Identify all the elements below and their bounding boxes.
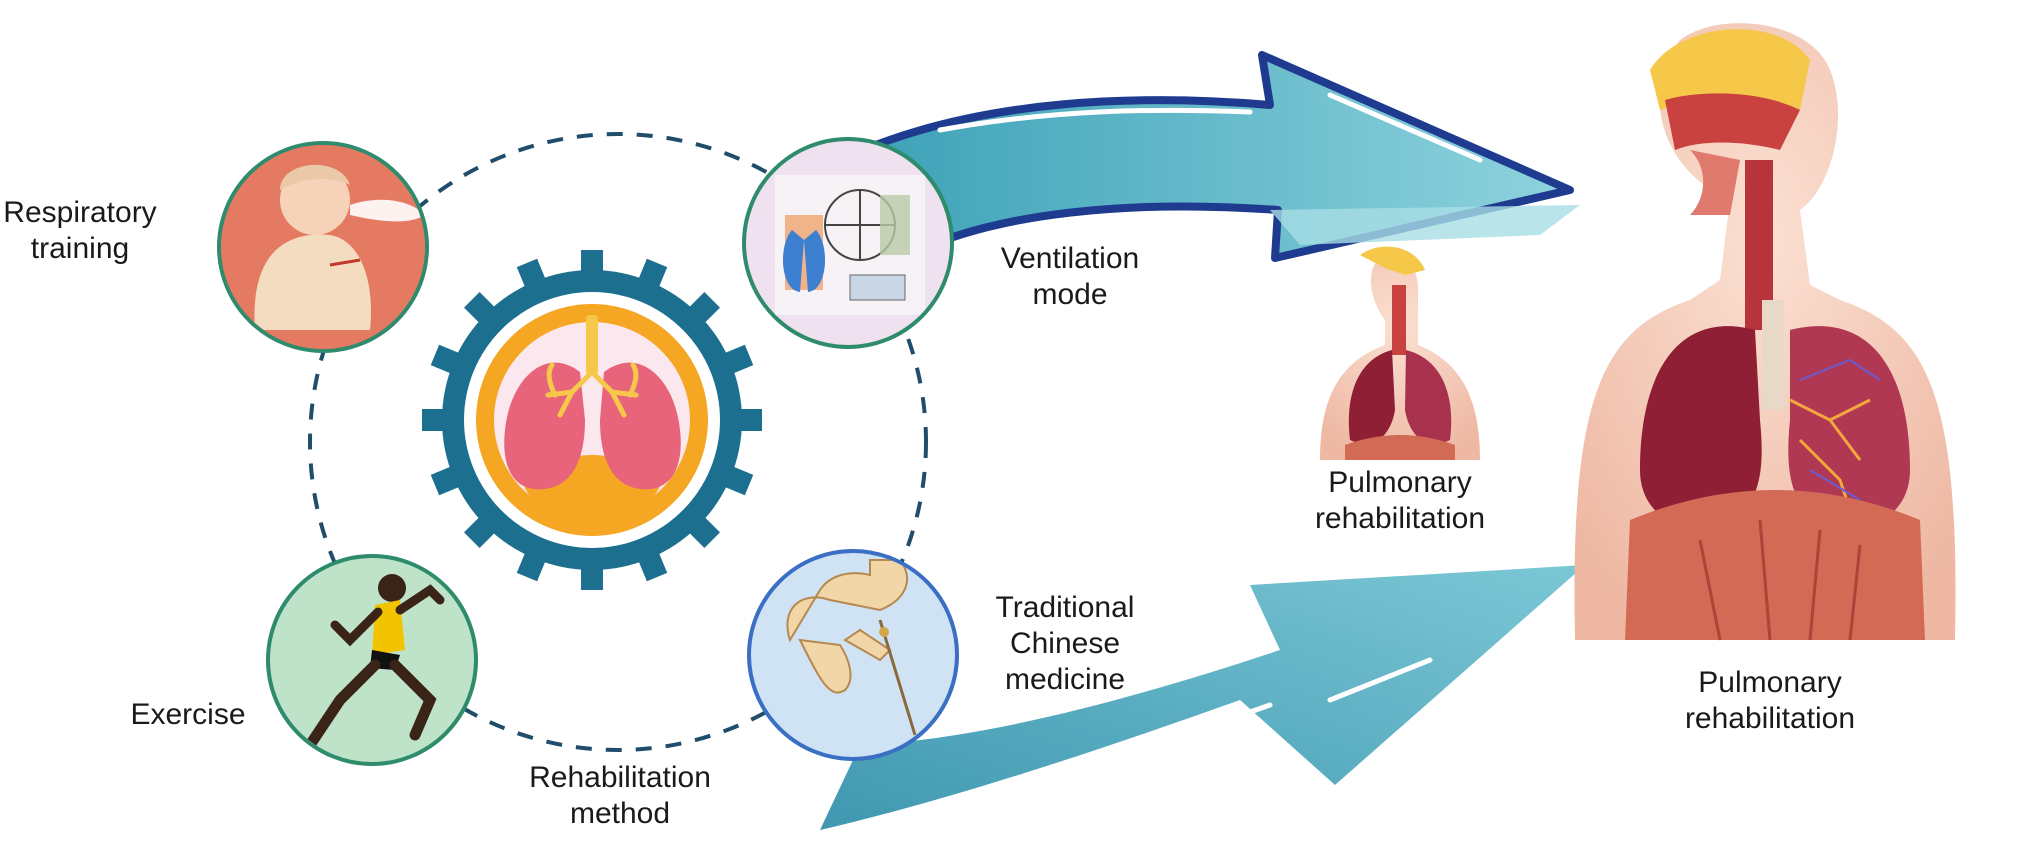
gear-tooth <box>717 344 754 377</box>
label-rehabilitation-method: Rehabilitation method <box>495 760 745 832</box>
arrow-ventilation-to-rehab <box>836 51 1580 264</box>
label-pulmonary-rehabilitation-large: Pulmonary rehabilitation <box>1660 665 1880 737</box>
label-traditional-chinese-medicine: Traditional Chinese medicine <box>960 590 1170 698</box>
gear-tooth <box>635 545 668 582</box>
respiratory-system-small-icon <box>1320 246 1480 460</box>
runner-icon <box>266 554 478 766</box>
label-line: Pulmonary <box>1698 666 1842 699</box>
label-line: Exercise <box>130 698 246 731</box>
gear-tooth <box>430 463 467 496</box>
label-line: training <box>30 232 130 265</box>
breathing-exercise-icon <box>217 141 429 353</box>
gear-tooth <box>464 511 501 548</box>
gear-tooth <box>581 560 603 590</box>
gear-tooth <box>581 250 603 280</box>
label-line: Chinese <box>1009 627 1121 660</box>
label-line: method <box>569 797 671 830</box>
respiratory-system-large-icon <box>1574 23 1956 641</box>
label-pulmonary-rehabilitation-small: Pulmonary rehabilitation <box>1290 465 1510 537</box>
gear-tooth <box>635 258 668 295</box>
gear-tooth <box>683 292 720 329</box>
gear-tooth <box>422 409 452 431</box>
arrow-tcm-to-rehab <box>820 565 1585 830</box>
ventilator-icon <box>742 137 954 349</box>
label-line: rehabilitation <box>1314 502 1486 535</box>
label-respiratory-training: Respiratory training <box>0 195 160 267</box>
label-line: medicine <box>1004 663 1126 696</box>
label-exercise: Exercise <box>118 697 258 733</box>
gear-tooth <box>516 258 549 295</box>
label-line: Traditional <box>995 591 1135 624</box>
gear-tooth <box>430 344 467 377</box>
gear-tooth <box>732 409 762 431</box>
gear-tooth <box>717 463 754 496</box>
gear-tooth <box>516 545 549 582</box>
label-line: rehabilitation <box>1684 702 1856 735</box>
label-line: Pulmonary <box>1328 466 1472 499</box>
label-line: Ventilation <box>1000 242 1140 275</box>
acupuncture-hand-icon <box>747 549 959 761</box>
label-line: mode <box>1032 278 1108 311</box>
method-ring <box>308 132 928 752</box>
label-line: Respiratory <box>3 196 157 229</box>
gear-tooth <box>683 511 720 548</box>
label-ventilation-mode: Ventilation mode <box>970 241 1170 313</box>
label-line: Rehabilitation <box>529 761 711 794</box>
gear-tooth <box>464 292 501 329</box>
lungs-gear-icon <box>422 250 762 590</box>
